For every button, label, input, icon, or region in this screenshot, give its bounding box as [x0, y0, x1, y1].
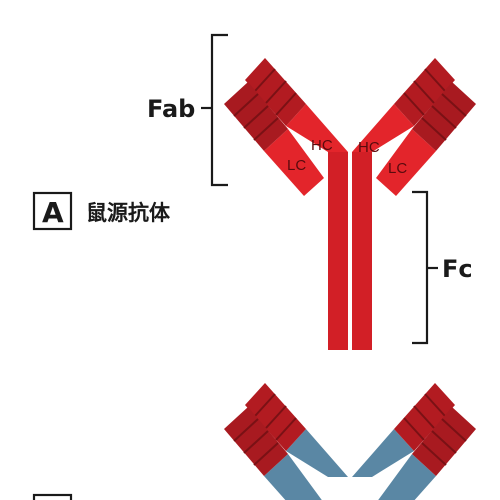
left-heavy-chain-stripe	[254, 393, 276, 417]
next-panel-letter-box	[32, 493, 73, 500]
left-light-chain-stripe	[253, 442, 279, 466]
left-heavy-chain-constant	[286, 429, 348, 477]
fab-label: Fab	[147, 95, 195, 123]
right-heavy-chain-stripe	[403, 417, 425, 441]
left-heavy-chain-stripe	[275, 92, 297, 116]
fc-bracket	[412, 190, 438, 345]
panel-letter-box	[32, 191, 73, 231]
right-light-chain-label: LC	[388, 160, 407, 177]
left-arm	[224, 383, 348, 500]
right-arm	[352, 383, 476, 500]
left-light-chain-stripe	[233, 93, 259, 117]
right-light-chain-stripe	[421, 442, 447, 466]
left-heavy-chain-constant	[286, 104, 348, 152]
right-heavy-chain-stripe	[424, 393, 446, 417]
left-heavy-chain-stripe	[265, 405, 287, 429]
right-heavy-chain-stripe	[403, 92, 425, 116]
right-heavy-chain-stripe	[413, 405, 435, 429]
right-light-chain-stripe	[441, 418, 467, 442]
left-heavy-chain-label: HC	[311, 137, 333, 154]
right-light-chain-constant	[378, 454, 436, 500]
panel-title: 鼠源抗体	[86, 201, 171, 225]
fc-label: Fc	[442, 255, 473, 283]
left-heavy-chain-stripe	[254, 68, 276, 92]
right-heavy-chain-constant	[352, 104, 414, 152]
fc-right-heavy-chain	[352, 152, 372, 350]
fab-bracket	[201, 33, 228, 187]
right-heavy-chain-constant	[352, 429, 414, 477]
antibody-b	[224, 383, 476, 500]
right-heavy-chain-stripe	[413, 80, 435, 104]
left-heavy-chain-stripe	[265, 80, 287, 104]
right-heavy-chain-stripe	[424, 68, 446, 92]
right-light-chain-stripe	[431, 430, 457, 454]
left-light-chain-stripe	[253, 117, 279, 141]
left-light-chain-label: LC	[287, 157, 306, 174]
left-light-chain-stripe	[243, 430, 269, 454]
fc-left-heavy-chain	[328, 152, 348, 350]
left-light-chain-constant	[264, 129, 324, 196]
right-arm	[352, 58, 476, 196]
left-light-chain-constant	[264, 454, 322, 500]
right-light-chain-stripe	[431, 105, 457, 129]
antibody-a: HC HC LC LC	[224, 58, 476, 350]
panel-letter: A	[42, 196, 64, 229]
left-arm	[224, 58, 348, 196]
left-heavy-chain-stripe	[275, 417, 297, 441]
right-light-chain-stripe	[421, 117, 447, 141]
right-light-chain-stripe	[441, 93, 467, 117]
right-light-chain-constant	[376, 129, 436, 196]
right-heavy-chain-label: HC	[358, 139, 380, 156]
left-light-chain-stripe	[243, 105, 269, 129]
left-light-chain-stripe	[233, 418, 259, 442]
